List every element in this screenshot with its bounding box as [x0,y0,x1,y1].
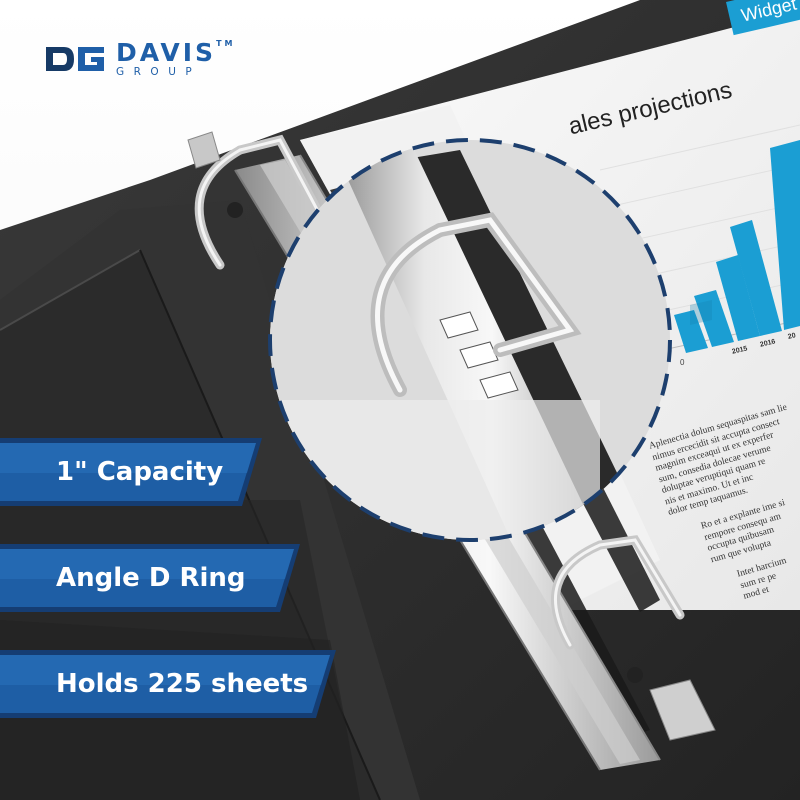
brand-sub: GROUP [116,66,202,78]
bar-chart [599,124,800,356]
feature-label: Holds 225 sheets [56,669,309,699]
feature-badge-ring: Angle D Ring [0,544,300,612]
feature-label: 1" Capacity [56,457,224,487]
brand-logo: DAVISTM GROUP [44,40,235,78]
zoom-magnifier [268,138,672,542]
feature-badge-capacity: 1" Capacity [0,438,300,506]
chart-axis-zero: 0 [680,358,685,367]
dg-monogram-icon [46,46,104,71]
feature-label: Angle D Ring [56,563,246,593]
feature-badge-sheets: Holds 225 sheets [0,650,340,718]
brand-name: DAVIS [116,38,217,67]
trademark: TM [216,39,236,48]
